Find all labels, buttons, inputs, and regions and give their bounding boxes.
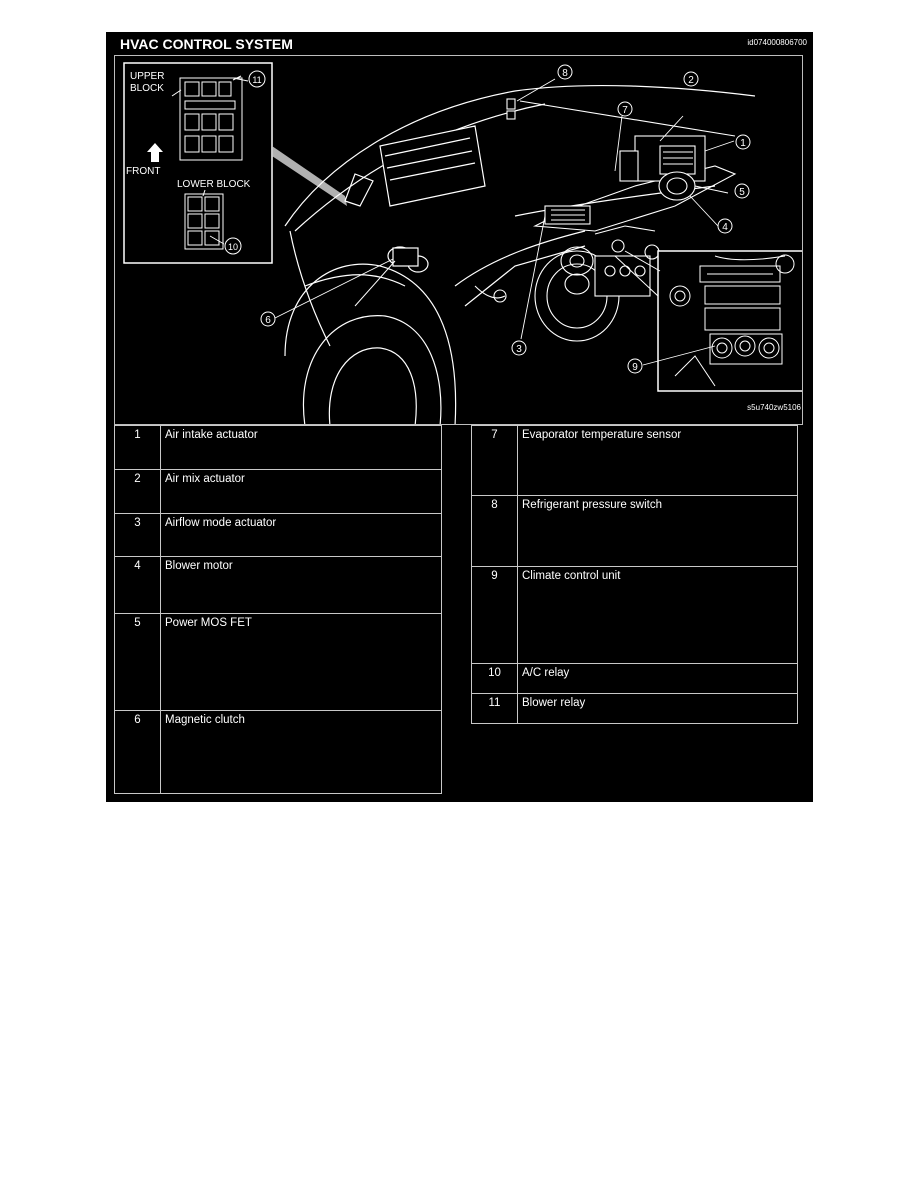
svg-text:5: 5 [739,187,745,198]
callout-8: 8 [557,64,573,80]
callout-10: 10 [224,237,242,255]
upper-relay-block [171,75,243,161]
svg-text:6: 6 [265,315,271,326]
svg-text:1: 1 [740,138,746,149]
svg-text:8: 8 [562,68,568,79]
svg-text:9: 9 [632,362,638,373]
part-number: 8 [471,495,518,567]
callout-3: 3 [511,340,527,356]
svg-text:11: 11 [252,75,261,85]
magnetic-clutch-drawing [387,246,429,273]
callout-6: 6 [260,311,276,327]
figure-reference-code: s5u740zw5106 [747,403,801,412]
component-location-figure: UPPER BLOCK FRONT LOWER BLOCK [114,55,803,425]
part-number: 3 [114,513,161,557]
svg-text:4: 4 [722,222,728,233]
upper-block-label-1: UPPER [130,71,164,82]
callout-markers: 1 2 3 4 5 6 7 8 9 10 11 [224,64,751,374]
svg-text:10: 10 [228,242,238,252]
part-number: 1 [114,425,161,470]
svg-text:2: 2 [688,75,694,86]
front-label: FRONT [126,166,160,177]
callout-4: 4 [717,218,733,234]
part-number: 6 [114,710,161,794]
callout-11: 11 [248,70,266,88]
part-name: Magnetic clutch [160,710,442,794]
lower-block-label: LOWER BLOCK [177,179,251,190]
part-name: Blower motor [160,556,442,614]
part-number: 4 [114,556,161,614]
zoom-connector [272,146,347,206]
part-name: Refrigerant pressure switch [517,495,798,567]
vehicle-illustration: UPPER BLOCK FRONT LOWER BLOCK [123,62,802,424]
callout-2: 2 [683,71,699,87]
part-number: 5 [114,613,161,711]
lower-relay-block [184,189,224,250]
part-name: Air intake actuator [160,425,442,470]
part-name: Airflow mode actuator [160,513,442,557]
callout-leaders [209,77,735,366]
part-name: Climate control unit [517,566,798,664]
part-name: A/C relay [517,663,798,694]
upper-block-label-2: BLOCK [130,83,164,94]
part-number: 9 [471,566,518,664]
figure-id: id074000806700 [747,38,807,47]
front-arrow-icon [147,143,163,162]
part-number: 2 [114,469,161,514]
callout-7: 7 [617,101,633,117]
callout-1: 1 [735,134,751,150]
vehicle-outline [284,84,756,424]
svg-text:3: 3 [516,344,522,355]
svg-text:7: 7 [622,105,628,116]
part-number: 11 [471,693,518,724]
callout-5: 5 [734,183,750,199]
hvac-diagram-panel: HVAC CONTROL SYSTEM id074000806700 UPPER… [106,32,813,802]
part-name: Blower relay [517,693,798,724]
page-title: HVAC CONTROL SYSTEM [120,36,293,52]
part-name: Evaporator temperature sensor [517,425,798,496]
part-name: Air mix actuator [160,469,442,514]
part-name: Power MOS FET [160,613,442,711]
callout-9: 9 [627,358,643,374]
part-number: 7 [471,425,518,496]
climate-control-inset [614,250,802,392]
dashboard-hvac-drawing [474,98,737,342]
part-number: 10 [471,663,518,694]
